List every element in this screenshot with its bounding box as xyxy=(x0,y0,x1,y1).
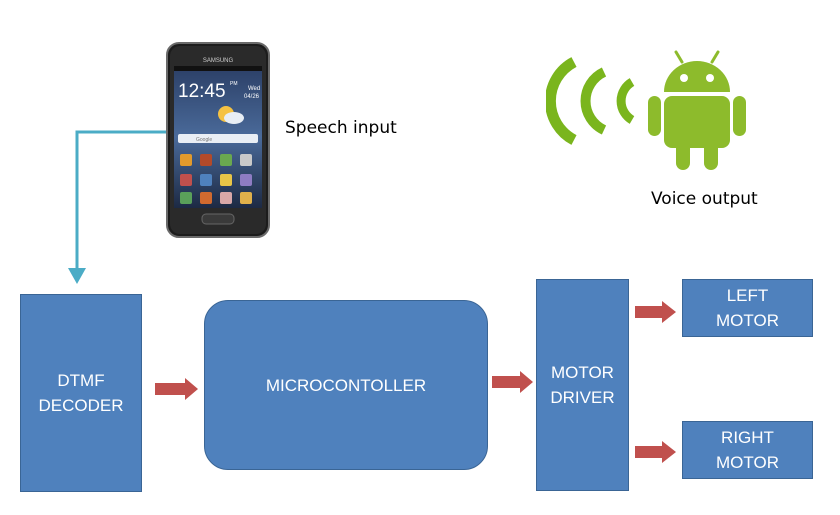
android-robot-icon xyxy=(648,50,746,170)
left-motor-block: LEFT MOTOR xyxy=(682,279,813,337)
dtmf-decoder-block: DTMF DECODER xyxy=(20,294,142,492)
microcontroller-label: MICROCONTOLLER xyxy=(265,375,427,395)
app-icon-grid xyxy=(180,154,252,204)
connector-arrowhead xyxy=(68,268,86,284)
phone-brand: SAMSUNG xyxy=(203,58,234,64)
left-motor-label: LEFT MOTOR xyxy=(716,286,779,330)
phone-clock: 12:45 xyxy=(178,81,226,102)
microcontroller-block: MICROCONTOLLER xyxy=(204,300,488,470)
weather-icon xyxy=(218,106,244,124)
phone-to-decoder-connector xyxy=(75,130,168,280)
smartphone-icon: SAMSUNG 12:45 PM Wed 04/26 Google xyxy=(166,42,270,238)
right-motor-block: RIGHT MOTOR xyxy=(682,421,813,479)
speech-input-label: Speech input xyxy=(285,118,397,138)
phone-ampm: PM xyxy=(230,81,238,87)
motor-driver-label: MOTOR DRIVER xyxy=(550,363,615,407)
phone-day: Wed xyxy=(248,86,260,92)
phone-date: 04/26 xyxy=(244,94,260,100)
wifi-signal-icon xyxy=(546,57,635,145)
right-motor-label: RIGHT MOTOR xyxy=(716,428,779,472)
motor-driver-block: MOTOR DRIVER xyxy=(536,279,629,491)
dtmf-decoder-label: DTMF DECODER xyxy=(38,371,124,415)
phone-search-hint: Google xyxy=(196,137,212,143)
voice-output-label: Voice output xyxy=(651,189,758,209)
